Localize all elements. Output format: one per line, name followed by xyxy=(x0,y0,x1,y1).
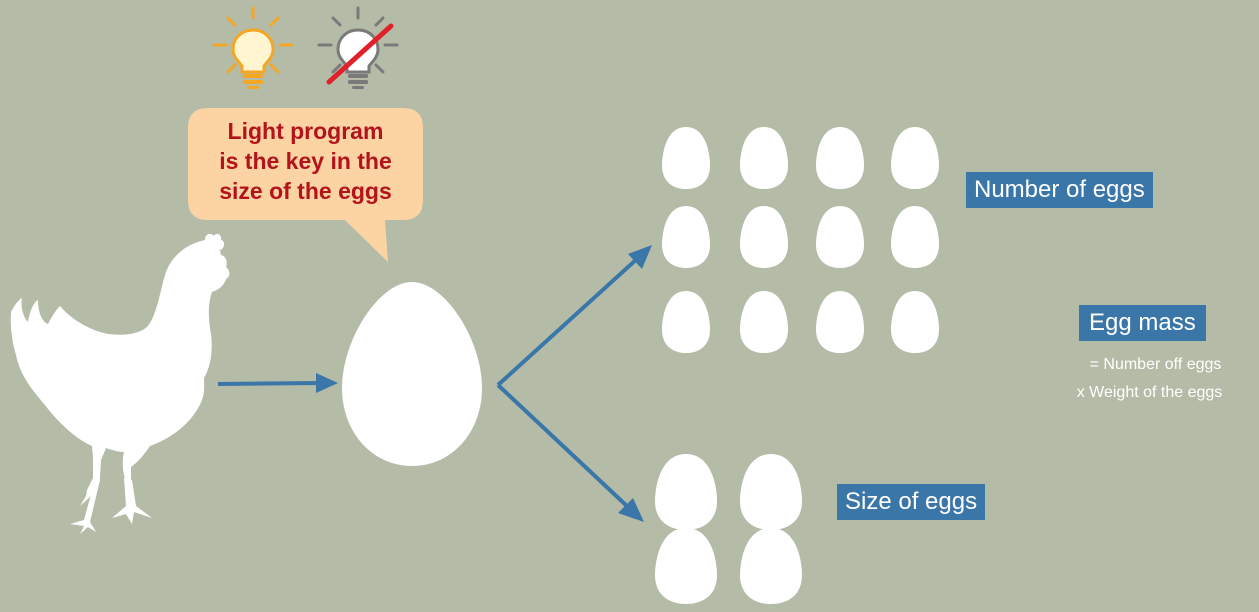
hen-icon xyxy=(10,233,230,534)
strike-line xyxy=(326,23,394,85)
bubble-line-3: size of the eggs xyxy=(219,178,392,204)
small-egg-icon xyxy=(816,291,864,353)
small-egg-icon xyxy=(891,127,939,189)
bubble-line-1: Light program xyxy=(227,118,384,144)
small-egg-icon xyxy=(740,291,788,353)
number-of-eggs-label: Number of eggs xyxy=(966,172,1153,208)
bubble-line-2: is the key in the xyxy=(219,148,392,174)
small-egg-icon xyxy=(740,206,788,268)
small-egg-icon xyxy=(740,127,788,189)
big-egg-icon xyxy=(740,528,802,604)
small-egg-icon xyxy=(662,206,710,268)
small-egg-icon xyxy=(662,291,710,353)
size-of-eggs-grid xyxy=(655,454,802,604)
speech-bubble-text: Light program is the key in the size of … xyxy=(188,116,423,206)
big-egg-icon xyxy=(655,528,717,604)
size-of-eggs-label: Size of eggs xyxy=(837,484,986,520)
small-egg-icon xyxy=(816,206,864,268)
formula-line-2: x Weight of the eggs xyxy=(1076,384,1223,401)
formula-line-1: = Number off eggs xyxy=(1089,356,1222,373)
big-egg-icon xyxy=(655,454,717,530)
arrow-hen-to-egg xyxy=(217,373,338,393)
egg-mass-label: Egg mass xyxy=(1079,305,1206,341)
small-egg-icon xyxy=(891,206,939,268)
small-egg-icon xyxy=(816,127,864,189)
small-egg-icon xyxy=(891,291,939,353)
lightbulb-on-icon xyxy=(212,6,294,89)
speech-bubble xyxy=(188,108,423,262)
big-egg-icon xyxy=(740,454,802,530)
lightbulb-off-icon xyxy=(317,6,399,89)
arrow-to-number xyxy=(496,245,652,387)
arrow-to-size xyxy=(496,383,644,522)
small-egg-icon xyxy=(662,127,710,189)
number-of-eggs-grid xyxy=(662,127,939,353)
large-egg-icon xyxy=(342,282,482,466)
